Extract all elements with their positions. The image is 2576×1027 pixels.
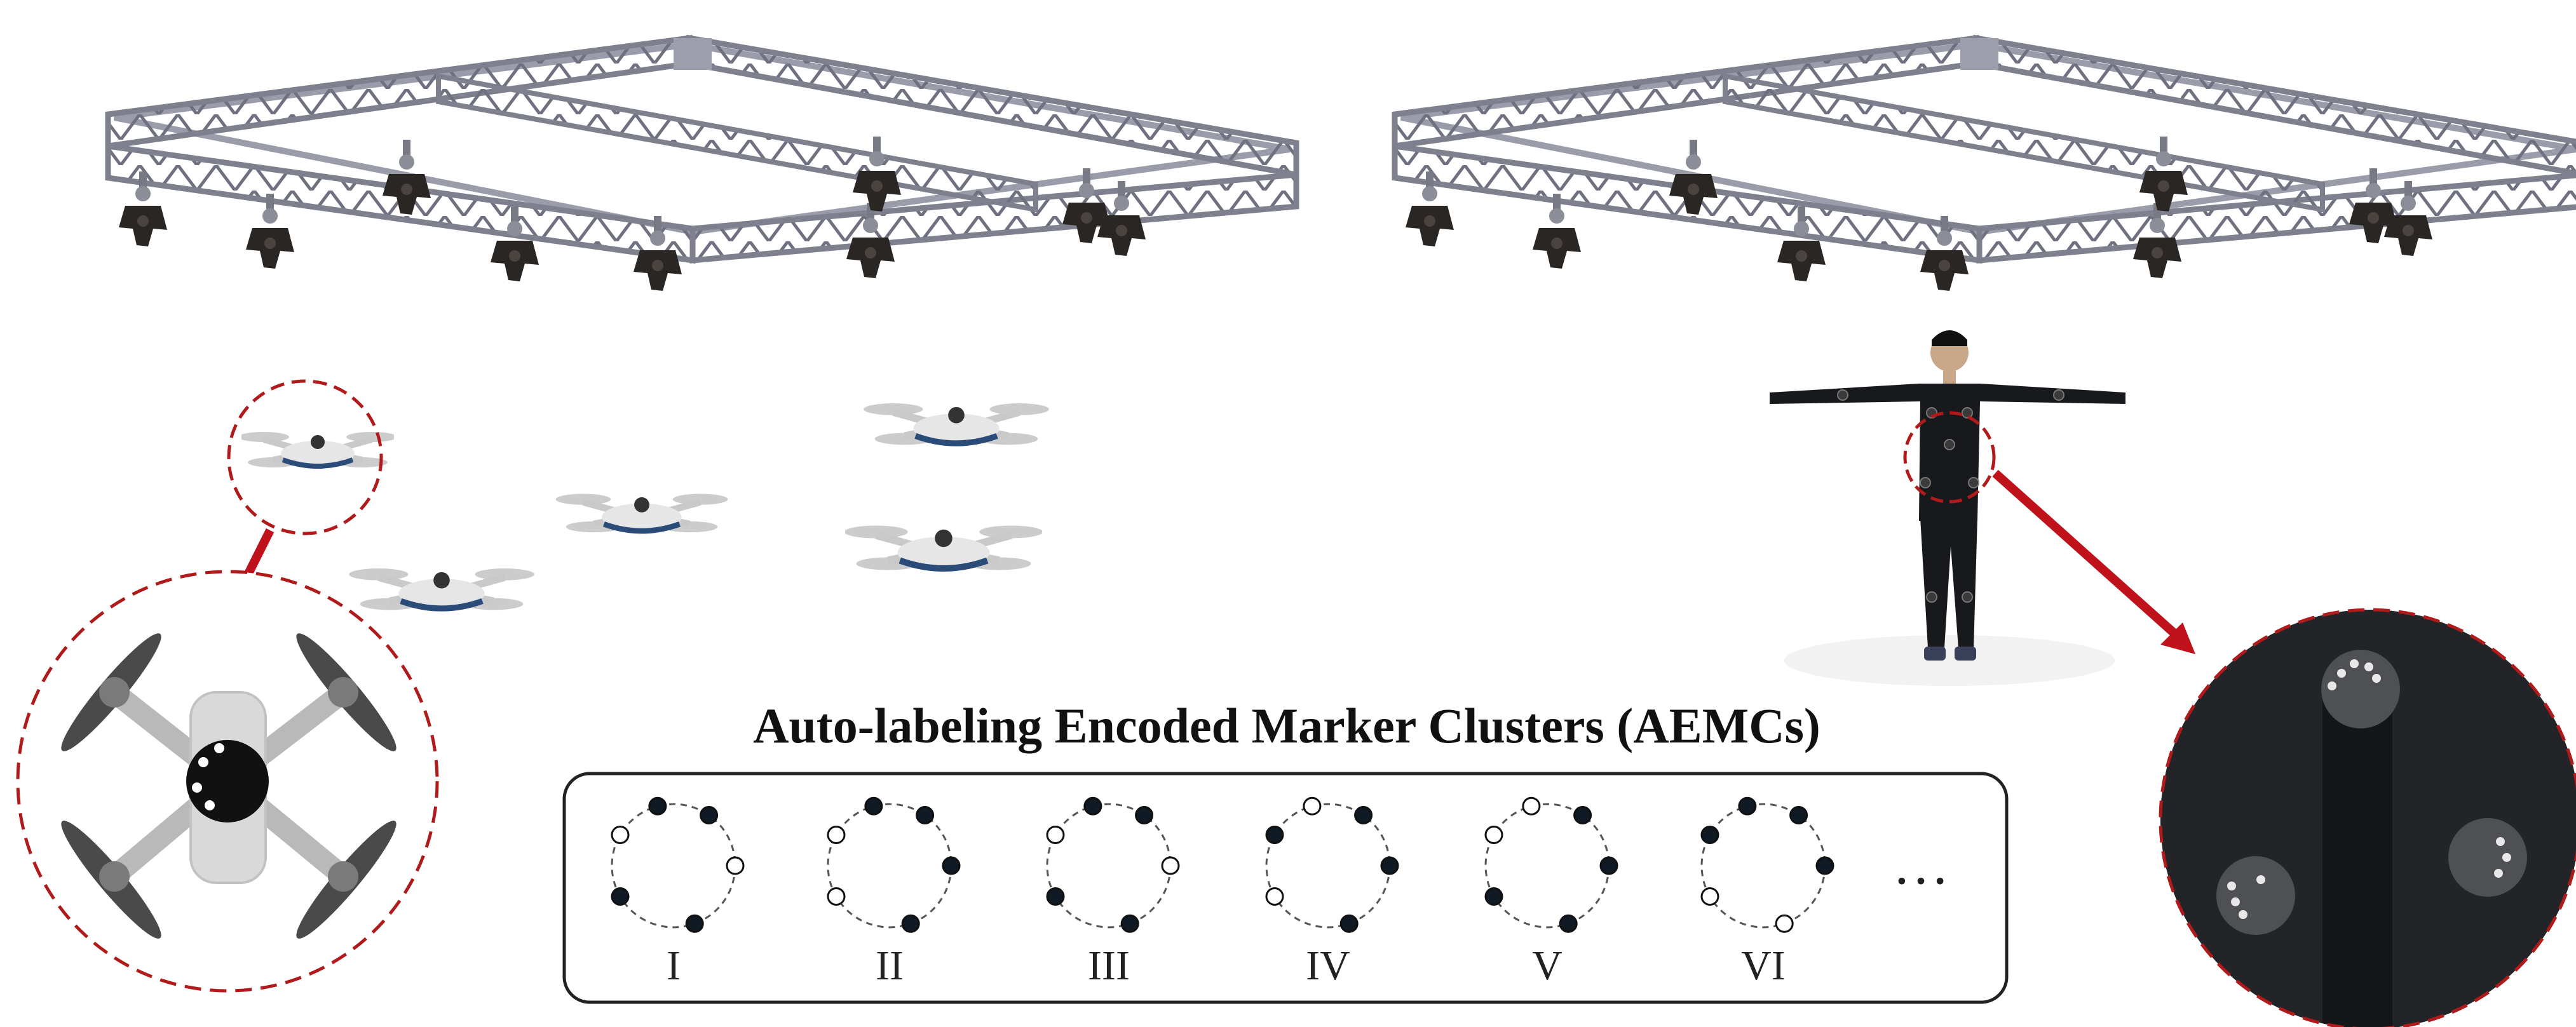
- drone-swarm: [238, 403, 1049, 610]
- cluster-6-marker-2-filled: [1789, 806, 1808, 824]
- cluster-5-marker-6-hollow: [1484, 826, 1503, 844]
- mocap-human: [1770, 330, 2125, 686]
- drone-closeup: [16, 570, 439, 993]
- cluster-6-marker-5-hollow: [1700, 887, 1719, 906]
- cluster-3-marker-3-hollow: [1161, 856, 1180, 875]
- human-zoom-arrow: [1992, 469, 2195, 654]
- cluster-label-5: V: [1532, 943, 1563, 989]
- cluster-label-1: I: [667, 943, 681, 989]
- cluster-label-6: VI: [1741, 943, 1786, 989]
- cluster-5-marker-1-hollow: [1522, 796, 1541, 816]
- cluster-2-marker-4-filled: [901, 914, 920, 933]
- cluster-5-marker-4-filled: [1559, 914, 1578, 933]
- cluster-4-marker-6-filled: [1265, 826, 1284, 844]
- cluster-2-marker-6-hollow: [827, 826, 846, 844]
- cluster-2-marker-1-filled: [864, 796, 883, 816]
- cluster-3-marker-2-filled: [1135, 806, 1154, 824]
- cluster-4-marker-5-hollow: [1265, 887, 1284, 906]
- cluster-1-marker-2-filled: [700, 806, 719, 824]
- cluster-label-2: II: [876, 943, 904, 989]
- cluster-1-marker-4-filled: [685, 914, 704, 933]
- truss-rig-right: [1395, 38, 2576, 291]
- cluster-3-marker-5-filled: [1046, 887, 1065, 906]
- human-marker-closeup: [2159, 608, 2576, 1027]
- cluster-5-marker-3-filled: [1599, 856, 1618, 875]
- cluster-3-marker-1-filled: [1083, 796, 1102, 816]
- marker-cluster-group: [611, 796, 1834, 933]
- human-highlight-circle: [1903, 411, 1996, 504]
- cluster-2-marker-2-filled: [916, 806, 935, 824]
- cluster-label-4: IV: [1306, 943, 1350, 989]
- cluster-4-marker-3-filled: [1380, 856, 1399, 875]
- cluster-panel: [562, 772, 2009, 1004]
- cluster-4-marker-1-hollow: [1303, 796, 1322, 816]
- figure-title: Auto-labeling Encoded Marker Clusters (A…: [753, 698, 1820, 753]
- drone-highlight-circle: [227, 379, 383, 535]
- cluster-3-marker-6-hollow: [1046, 826, 1065, 844]
- cluster-1-marker-3-hollow: [726, 856, 745, 875]
- cluster-4-marker-2-filled: [1354, 806, 1373, 824]
- cluster-6-marker-4-hollow: [1775, 914, 1794, 933]
- cluster-2-marker-5-hollow: [827, 887, 846, 906]
- truss-rig-left: [108, 38, 1296, 291]
- cluster-3-marker-4-filled: [1120, 914, 1139, 933]
- cluster-label-3: III: [1088, 943, 1130, 989]
- cluster-1-marker-5-filled: [611, 887, 630, 906]
- cluster-1-marker-1-filled: [648, 796, 667, 816]
- more-clusters-ellipsis: …: [1892, 833, 1955, 896]
- cluster-4-marker-4-filled: [1339, 914, 1359, 933]
- cluster-5-marker-2-filled: [1573, 806, 1592, 824]
- cluster-6-marker-3-filled: [1815, 856, 1834, 875]
- cluster-6-marker-6-filled: [1700, 826, 1719, 844]
- cluster-5-marker-5-filled: [1484, 887, 1503, 906]
- cluster-2-marker-3-filled: [942, 856, 961, 875]
- cluster-1-marker-6-hollow: [611, 826, 630, 844]
- cluster-6-marker-1-filled: [1738, 796, 1757, 816]
